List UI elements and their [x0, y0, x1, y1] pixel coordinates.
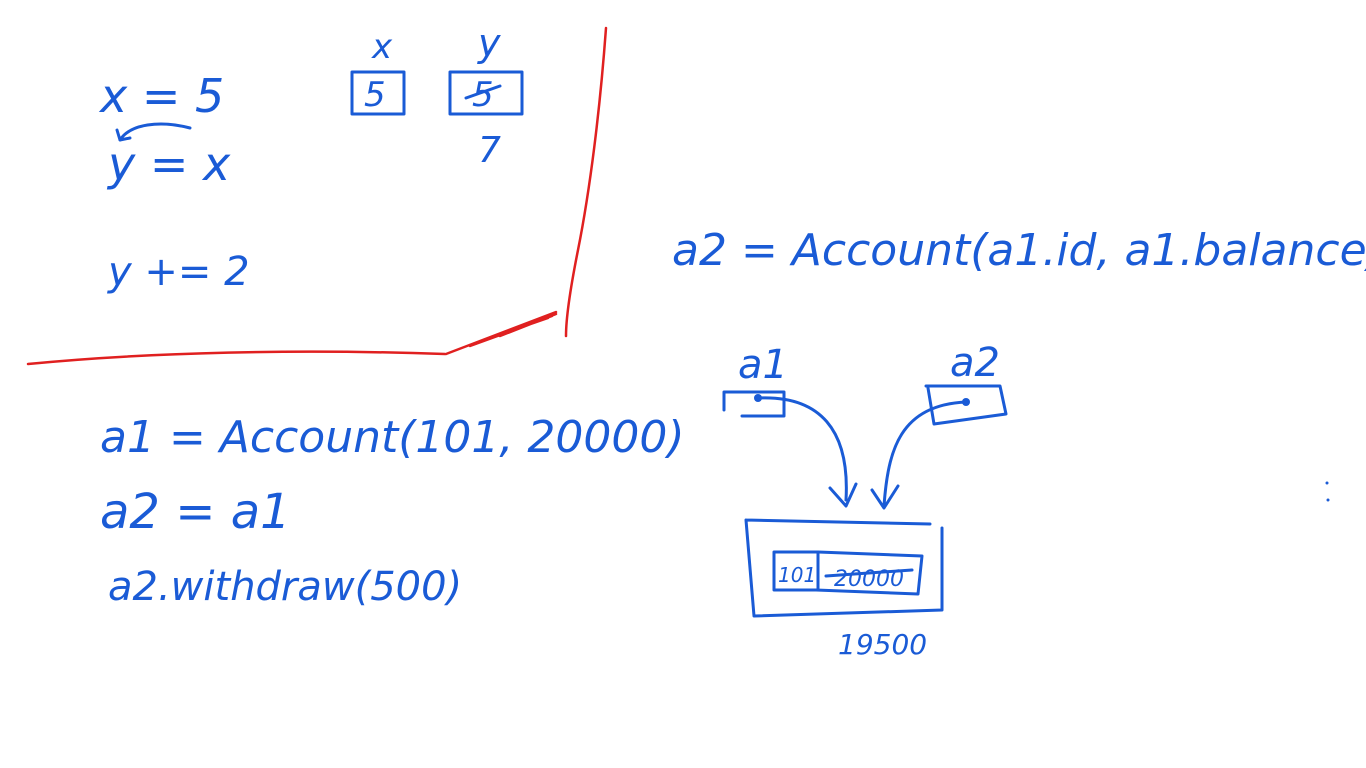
object-balance-strike	[824, 568, 914, 578]
section-dividers	[26, 26, 608, 366]
box-x	[350, 70, 406, 116]
code-line-y-increment: y += 2	[107, 249, 250, 295]
copy-arrow	[115, 122, 192, 142]
ref-a2-box	[924, 384, 1008, 426]
horizontal-divider	[26, 350, 447, 366]
object-id-value: 101	[778, 563, 816, 587]
code-line-y-assign: y = x	[106, 137, 231, 191]
box-y-strike	[464, 84, 502, 100]
object-id-field	[772, 550, 820, 592]
divider-scribble	[444, 310, 558, 356]
copy-constructor-line: a2 = Account(a1.id, a1.balance)	[672, 225, 1366, 276]
box-x-label: x	[371, 27, 393, 67]
value-semantics-section: x = 5 y = x y += 2 x y 5 5 7	[98, 21, 524, 295]
stray-dot	[1326, 498, 1330, 502]
code-line-a1-create: a1 = Account(101, 20000)	[100, 412, 684, 463]
ref-a1-box	[722, 390, 786, 418]
ref-a2-label: a2	[950, 340, 1000, 386]
y-new-value: 7	[478, 130, 501, 171]
box-y-value: 5	[472, 75, 494, 115]
vertical-divider	[564, 26, 608, 338]
object-balance-new: 19500	[838, 628, 927, 661]
object-balance-field	[814, 550, 924, 596]
ref-a2-arrow	[870, 400, 968, 510]
box-x-value: 5	[364, 75, 386, 115]
code-line-withdraw: a2.withdraw(500)	[108, 564, 462, 610]
stray-dot	[1325, 481, 1329, 485]
code-line-a2-alias: a2 = a1	[100, 484, 291, 540]
account-object-box	[744, 518, 944, 618]
reference-semantics-section: a1 = Account(101, 20000) a2 = a1 a2.with…	[100, 412, 684, 610]
box-y-label: y	[477, 21, 501, 65]
ref-a1-arrow	[756, 396, 858, 508]
stray-ink-dots	[1325, 481, 1330, 502]
code-line-x-assign: x = 5	[98, 69, 224, 123]
ref-a1-label: a1	[738, 342, 788, 388]
object-diagram-section: a2 = Account(a1.id, a1.balance) a1 a2 10…	[672, 225, 1366, 661]
box-y	[448, 70, 524, 116]
